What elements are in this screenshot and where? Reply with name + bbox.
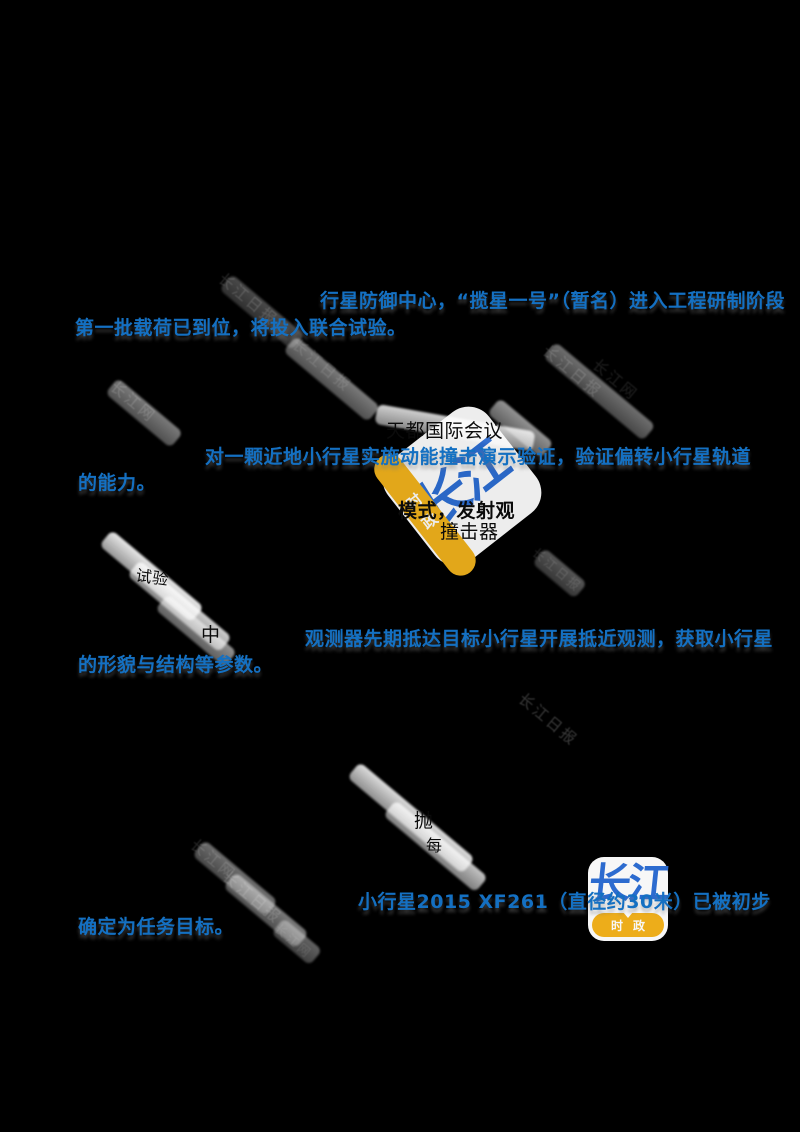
body-text-fragment: 模式，发射观 [398, 500, 516, 522]
highlight-sentence-line: 的能力。 [78, 472, 157, 494]
body-text-fragment: 天都国际会议 [386, 420, 504, 442]
body-text-fragment: 中 [201, 624, 221, 646]
body-text-fragment: 撞击器 [440, 521, 499, 543]
body-text-fragment: 抛 [414, 810, 434, 832]
watermark-text: 长江日报 [515, 689, 582, 750]
watermark-streak [105, 378, 184, 448]
watermark-streak [532, 548, 588, 599]
highlight-sentence-line: 第一批载荷已到位，将投入联合试验。 [75, 317, 407, 339]
channel-logo: 长江 时政 [586, 857, 670, 941]
highlight-sentence-line: 的形貌与结构等参数。 [78, 654, 274, 676]
highlight-sentence-line: 行星防御中心，“揽星一号”（暂名）进入工程研制阶段 [320, 290, 785, 312]
badge-notch-icon [623, 912, 633, 918]
highlight-sentence-line: 观测器先期抵达目标小行星开展抵近观测，获取小行星 [305, 628, 774, 650]
channel-badge-label: 时政 [610, 918, 655, 933]
body-text-fragment: 每 [426, 836, 443, 855]
highlight-sentence-line: 确定为任务目标。 [78, 916, 235, 938]
highlight-sentence-line: 小行星2015 XF261（直径约30米）已被初步 [358, 891, 771, 913]
body-text-fragment: 试验 [134, 565, 170, 590]
highlight-sentence-line: 对一颗近地小行星实施动能撞击演示验证，验证偏转小行星轨道 [205, 446, 752, 468]
watermark-streak [283, 336, 381, 423]
channel-badge: 时政 [592, 912, 664, 937]
